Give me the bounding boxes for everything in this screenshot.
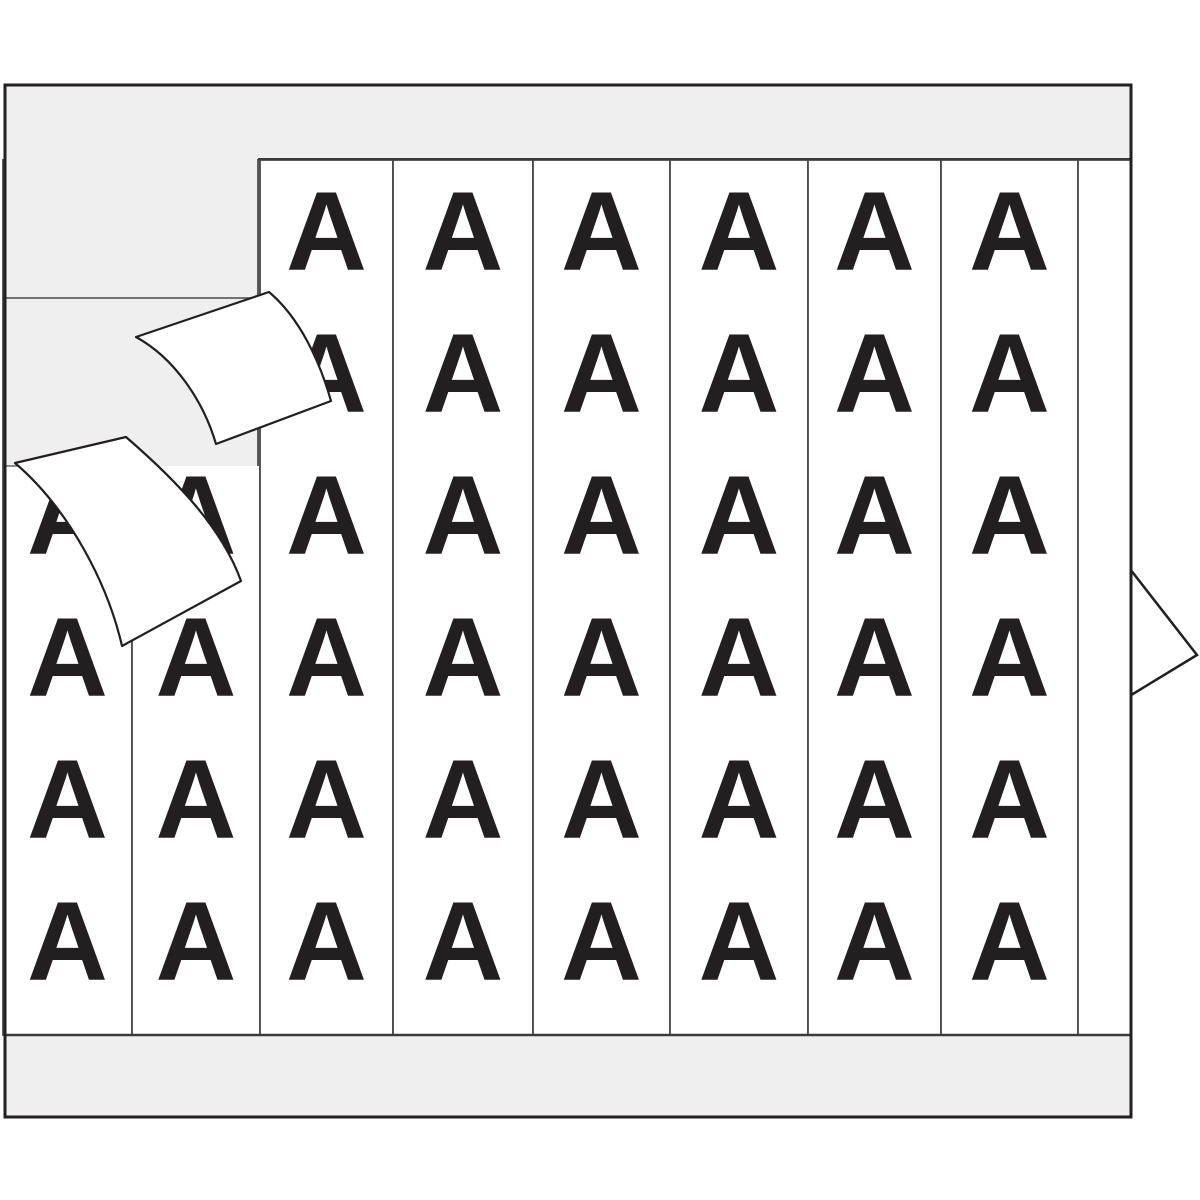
label-letter-r5-c5: A xyxy=(699,879,780,1004)
label-letter-r5-c4: A xyxy=(561,879,642,1004)
label-letter-r0-c2: A xyxy=(286,169,367,294)
label-letter-r0-c5: A xyxy=(699,169,780,294)
peeled-label-upper-face xyxy=(134,290,333,446)
label-letter-r4-c3: A xyxy=(423,737,504,862)
label-letter-r0-c3: A xyxy=(423,169,504,294)
peeled-label-lower xyxy=(13,435,243,648)
label-letter-r4-c1: A xyxy=(156,737,237,862)
backing-band-bottom xyxy=(5,1033,1131,1117)
label-letter-r3-c5: A xyxy=(699,595,780,720)
label-letter-r2-c3: A xyxy=(423,453,504,578)
label-letter-r5-c1: A xyxy=(156,879,237,1004)
label-letter-r4-c4: A xyxy=(561,737,642,862)
label-letter-r5-c7: A xyxy=(969,879,1050,1004)
label-letter-r3-c2: A xyxy=(286,595,367,720)
label-letter-r5-c2: A xyxy=(286,879,367,1004)
label-letter-r0-c7: A xyxy=(969,169,1050,294)
label-column-7 xyxy=(940,159,1079,1036)
label-column-6 xyxy=(807,159,942,1036)
label-letter-r3-c0: A xyxy=(27,595,108,720)
label-letter-r4-c7: A xyxy=(969,737,1050,862)
label-letter-r2-c2: A xyxy=(286,453,367,578)
label-letter-r3-c3: A xyxy=(423,595,504,720)
peeled-label-lower-face xyxy=(13,435,243,648)
label-column-3 xyxy=(392,159,534,1036)
label-column-8 xyxy=(1077,159,1132,1036)
label-column-5 xyxy=(669,159,809,1036)
label-letter-r4-c6: A xyxy=(834,737,915,862)
label-letter-r4-c2: A xyxy=(286,737,367,862)
label-letter-r4-c5: A xyxy=(699,737,780,862)
label-letter-r0-c6: A xyxy=(834,169,915,294)
backing-band-top xyxy=(5,85,1131,160)
label-letter-r3-c6: A xyxy=(834,595,915,720)
label-letter-r2-c4: A xyxy=(561,453,642,578)
peeled-label-upper xyxy=(134,290,333,446)
label-letter-r2-c5: A xyxy=(699,453,780,578)
label-letter-r2-c6: A xyxy=(834,453,915,578)
label-letter-r1-c4: A xyxy=(561,311,642,436)
label-letter-r1-c3: A xyxy=(423,311,504,436)
peeled-labels xyxy=(13,290,333,648)
label-letter-r5-c6: A xyxy=(834,879,915,1004)
sheet-outline xyxy=(3,83,1133,1119)
label-letter-r5-c3: A xyxy=(423,879,504,1004)
label-letter-r2-c7: A xyxy=(969,453,1050,578)
label-letter-r1-c5: A xyxy=(699,311,780,436)
label-letter-r1-c7: A xyxy=(969,311,1050,436)
label-letter-r3-c4: A xyxy=(561,595,642,720)
label-letter-r4-c0: A xyxy=(27,737,108,862)
label-letter-r1-c6: A xyxy=(834,311,915,436)
label-letter-r5-c0: A xyxy=(27,879,108,1004)
label-letter-r0-c4: A xyxy=(561,169,642,294)
label-letter-r3-c7: A xyxy=(969,595,1050,720)
